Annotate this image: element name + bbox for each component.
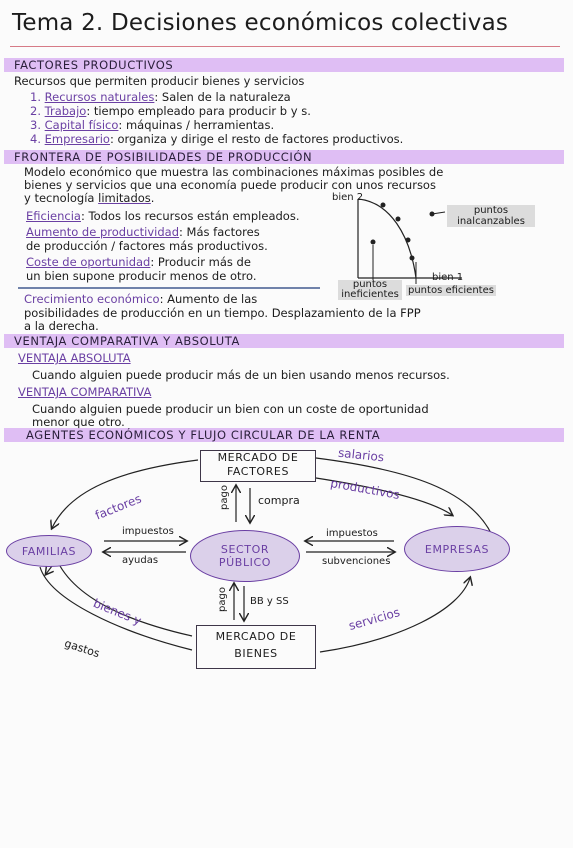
label-puntos-eficientes: puntos eficientes [406, 285, 496, 296]
label-impuestos-left: impuestos [122, 526, 174, 537]
arrow-salarios [315, 457, 493, 536]
heading-highlight [4, 58, 564, 72]
fpp-point [409, 255, 415, 261]
factores-intro: Recursos que permiten producir bienes y … [14, 74, 305, 88]
arrow-bienes [59, 565, 193, 637]
aumento-text-2: de producción / factores más productivos… [26, 239, 268, 253]
frontera-line: bienes y servicios que una economía pued… [24, 178, 436, 192]
heading-highlight [4, 334, 564, 348]
mercado-bienes-box: MERCADO DE BIENES [196, 625, 316, 669]
list-item: 2. Trabajo: tiempo empleado para produci… [30, 104, 311, 118]
page-title: Tema 2. Decisiones económicos colectivas [12, 10, 509, 36]
fpp-point-inefficient [370, 239, 376, 245]
frontera-line: Modelo económico que muestra las combina… [24, 165, 444, 179]
label-impuestos-right: impuestos [326, 528, 378, 539]
eficiencia-text: Eficiencia: Todos los recursos están emp… [26, 209, 300, 223]
fpp-point [405, 237, 411, 243]
ventaja-absoluta-text: Cuando alguien puede producir más de un … [32, 368, 450, 382]
label-bbyss: BB y SS [250, 596, 289, 607]
label-subvenciones: subvenciones [322, 556, 391, 567]
section-heading-agentes: AGENTES ECONÓMICOS Y FLUJO CIRCULAR DE L… [26, 428, 381, 442]
coste-text-2: un bien supone producir menos de otro. [26, 269, 257, 283]
label-ayudas: ayudas [122, 555, 159, 566]
sector-publico-node: SECTOR PÚBLICO [190, 530, 300, 582]
list-item: 1. Recursos naturales: Salen de la natur… [30, 90, 291, 104]
arrow-productivos [315, 477, 452, 515]
section-heading-ventaja: VENTAJA COMPARATIVA Y ABSOLUTA [14, 334, 240, 348]
arrow-factores [52, 459, 199, 528]
ventaja-absoluta-label: VENTAJA ABSOLUTA [18, 351, 131, 365]
title-underline [10, 46, 560, 47]
section-heading-factores: FACTORES PRODUCTIVOS [14, 58, 174, 72]
crecimiento-text-2: posibilidades de producción en un tiempo… [24, 306, 421, 320]
fpp-curve [357, 198, 417, 279]
coste-text: Coste de oportunidad: Producir más de [26, 255, 251, 269]
fpp-y-label: bien 2 [332, 192, 364, 203]
ventaja-comparativa-label: VENTAJA COMPARATIVA [18, 385, 152, 399]
familias-node: FAMILIAS [6, 535, 92, 567]
heading-highlight [4, 150, 564, 164]
arrow-gastos [39, 566, 193, 651]
label-compra: compra [258, 494, 300, 507]
crecimiento-text: Crecimiento económico: Aumento de las [24, 292, 258, 306]
list-item: 4. Empresario: organiza y dirige el rest… [30, 132, 404, 146]
fpp-point [395, 216, 401, 222]
ventaja-comparativa-text-2: menor que otro. [32, 415, 125, 429]
label-puntos-ineficientes: puntos ineficientes [338, 280, 402, 300]
section-heading-frontera: FRONTERA DE POSIBILIDADES DE PRODUCCIÓN [14, 150, 313, 164]
frontera-line: y tecnología limitados. [24, 191, 155, 205]
label-pago-top: pago [218, 485, 230, 510]
fpp-x-label: bien 1 [432, 272, 464, 283]
empresas-node: EMPRESAS [404, 526, 510, 572]
list-item: 3. Capital físico: máquinas / herramient… [30, 118, 275, 132]
ventaja-comparativa-text: Cuando alguien puede producir un bien co… [32, 402, 429, 416]
mercado-factores-box: MERCADO DE FACTORES [200, 450, 316, 482]
crecimiento-text-3: a la derecha. [24, 319, 99, 333]
label-pago-bottom: pago [216, 587, 228, 612]
heading-highlight [4, 428, 564, 442]
label-puntos-inalcanzables: puntos inalcanzables [447, 205, 535, 227]
fpp-point [380, 202, 386, 208]
aumento-text: Aumento de productividad: Más factores [26, 225, 260, 239]
arrow-servicios [319, 578, 470, 653]
